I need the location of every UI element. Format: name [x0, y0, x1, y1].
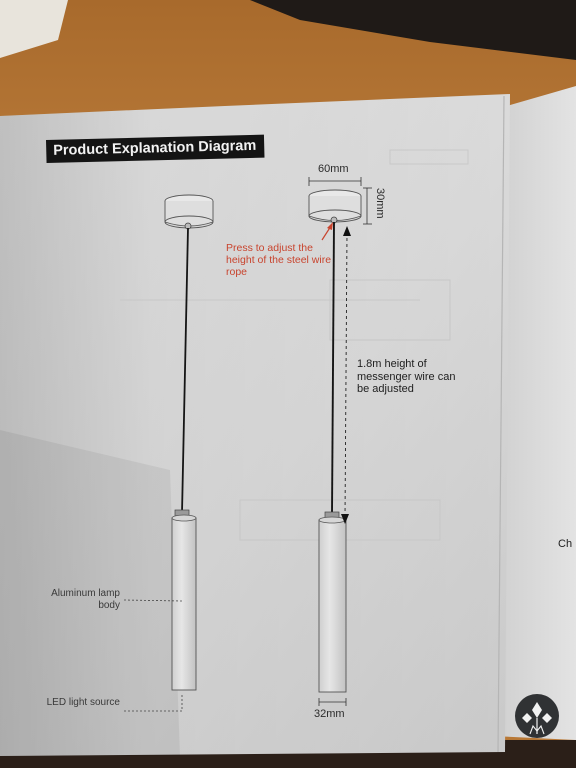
lamp-body-label: Aluminum lamp body	[51, 588, 120, 611]
dark-object-top	[250, 0, 576, 60]
body-leader-line	[123, 599, 183, 602]
diameter-dimension-line	[318, 698, 347, 706]
lower-left-shadow	[0, 430, 180, 756]
diameter-label: 32mm	[314, 708, 345, 720]
next-page-text-fragment: Ch	[558, 538, 573, 550]
light-card-corner	[0, 0, 68, 58]
right-page	[492, 86, 576, 740]
page-shadow	[0, 94, 510, 756]
left-lamp	[164, 194, 214, 691]
wire-length-note: 1.8m height of messenger wire can be adj…	[357, 358, 456, 396]
right-lamp	[308, 189, 362, 693]
wire-length-dimension	[341, 226, 351, 524]
watermark-logo-icon	[515, 694, 559, 738]
width-dimension-label: 60mm	[318, 163, 349, 175]
adjust-height-note: Press to adjust the height of the steel …	[226, 242, 332, 279]
width-dimension-line	[308, 177, 362, 186]
light-source-label: LED light source	[46, 697, 120, 708]
light-leader-line	[124, 693, 183, 712]
adjust-pointer-arrow	[321, 222, 333, 241]
page-fold	[497, 95, 505, 753]
height-dimension-label: 30mm	[374, 188, 386, 219]
height-dimension-line	[363, 187, 372, 225]
